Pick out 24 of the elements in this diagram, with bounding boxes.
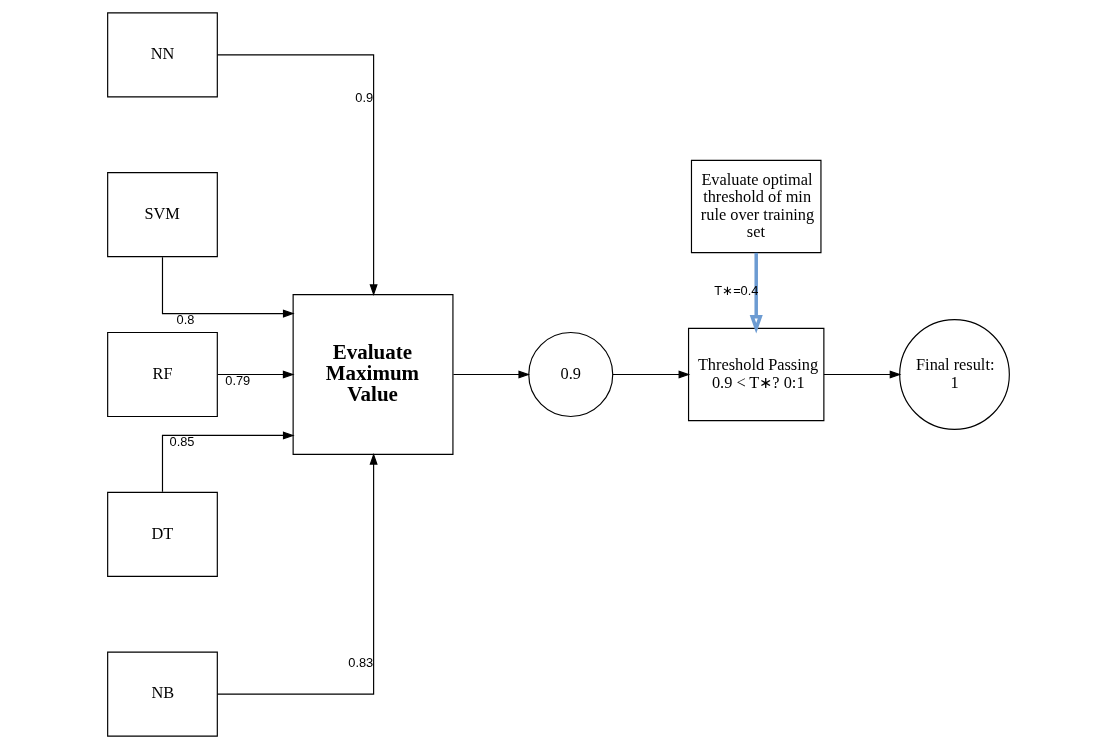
edge-label: 0.85 [169,433,194,449]
node-box: DT [106,491,218,577]
edge-label: 0.83 [347,655,373,671]
arrow [749,252,763,334]
node-circle: 0.9 [527,331,613,418]
node-circle: Final result: 1 [898,319,1010,430]
edge-label: 0.9 [354,90,373,106]
node-box: Threshold Passing 0.9 < T∗? 0:1 [687,327,824,422]
arrow [452,370,530,379]
arrow [216,370,294,379]
arrow [216,452,378,695]
node-box: SVM [106,172,218,258]
node-box: NB [106,651,218,737]
arrow [161,256,295,318]
arrow [161,431,295,493]
arrow [822,370,901,379]
node-box: NN [106,12,218,98]
node-box: Evaluate optimal threshold of min rule over training set [690,159,822,254]
node-box: Evaluate Maximum Value [292,294,454,455]
arrow [611,370,690,379]
arrow [216,54,378,297]
node-box: RF [106,331,218,418]
edge-label: 0.79 [224,372,250,388]
edge-label: 0.8 [176,311,194,327]
